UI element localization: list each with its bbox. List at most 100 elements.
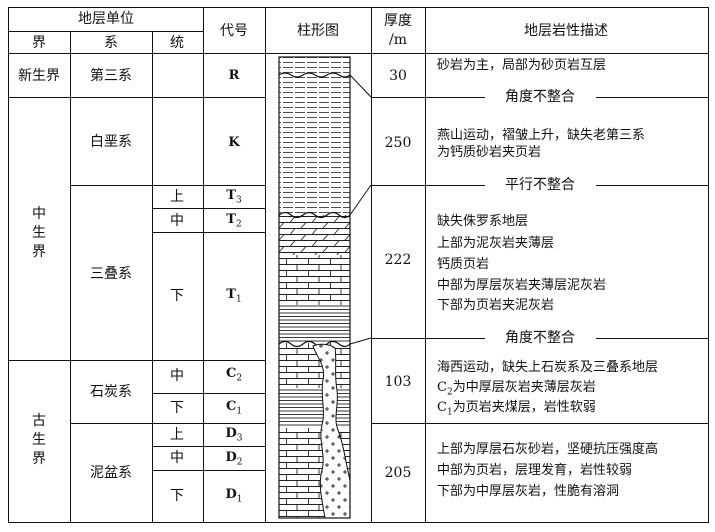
code-k: K <box>228 135 240 150</box>
rule-t3-bottom <box>152 208 265 209</box>
leader-contact-1 <box>349 74 372 98</box>
header-tong: 统 <box>170 35 184 51</box>
leader-contact-2 <box>349 184 372 216</box>
rule-header-bottom <box>8 53 708 54</box>
code-r: R <box>228 68 240 83</box>
header-thickness: 厚度 <box>384 13 412 29</box>
layer-c1-shale <box>279 388 350 428</box>
layer-r-sandstone <box>279 57 350 97</box>
series-c1: 下 <box>170 400 184 416</box>
rule-row-t-thick <box>371 338 425 339</box>
erathem-paleozoic-3: 界 <box>32 451 46 467</box>
rule-header-mid <box>8 31 203 32</box>
layer-t-lower-shale <box>279 305 350 343</box>
erathem-cenozoic: 新生界 <box>18 68 60 84</box>
rule-code-column <box>265 7 266 523</box>
code-c2: C2 <box>225 366 243 384</box>
thickness-d: 205 <box>384 465 412 481</box>
system-triassic: 三叠系 <box>90 266 132 282</box>
series-t1: 下 <box>170 288 184 304</box>
rule-thick-desc <box>425 7 426 523</box>
header-code: 代号 <box>220 23 248 39</box>
layer-k-sandstone <box>279 97 350 215</box>
rule-row-k-thick <box>371 185 425 186</box>
desc-d-line-3: 下部为中厚层灰岩，性脆有溶洞 <box>437 484 620 499</box>
desc-r-line-1: 砂岩为主，局部为砂页岩互层 <box>437 58 607 73</box>
intrusive-body-fill <box>313 344 350 518</box>
contact-3-line-left <box>425 338 485 339</box>
series-d1: 下 <box>170 488 184 504</box>
desc-t-line-5: 下部为页岩夹泥灰岩 <box>437 298 555 313</box>
erathem-paleozoic-1: 古 <box>32 413 46 429</box>
layer-t-upper-marl <box>279 215 350 255</box>
rule-t2-bottom <box>152 232 265 233</box>
rule-row-t-left <box>8 360 265 361</box>
desc-t-line-2: 上部为泥灰岩夹薄层 <box>437 236 555 251</box>
header-jie: 界 <box>32 35 46 51</box>
contact-1-label: 角度不整合 <box>505 89 575 105</box>
header-column: 柱形图 <box>297 23 339 39</box>
rule-row-r-thick <box>371 97 425 98</box>
thickness-c: 103 <box>384 374 412 390</box>
rule-row-c-right <box>371 423 708 424</box>
rule-row-k-left <box>70 185 265 186</box>
stratigraphic-column <box>278 56 372 519</box>
erathem-mesozoic-1: 中 <box>32 206 46 222</box>
unconformity-middle <box>278 211 351 219</box>
system-cretaceous: 白垩系 <box>90 134 132 150</box>
header-description: 地层岩性描述 <box>524 23 608 39</box>
rule-row-c-left <box>70 423 265 424</box>
contact-1-line-left <box>425 97 485 98</box>
contact-2-label: 平行不整合 <box>505 177 575 193</box>
rule-left <box>8 7 9 523</box>
desc-k-line-1: 燕山运动，褶皱上升，缺失老第三系 <box>437 128 646 143</box>
code-d3: D3 <box>225 426 243 444</box>
erathem-mesozoic-3: 界 <box>32 244 46 260</box>
column-outline <box>278 56 351 519</box>
desc-t-line-1: 缺失侏罗系地层 <box>437 214 529 229</box>
code-t2: T2 <box>226 212 242 230</box>
code-t3: T3 <box>226 188 242 206</box>
rule-xi-tong <box>152 31 153 523</box>
rule-bottom <box>8 522 708 523</box>
thickness-r: 30 <box>389 68 407 84</box>
rule-jie-xi <box>70 31 71 523</box>
header-xi: 系 <box>104 35 118 51</box>
series-d2: 中 <box>170 450 184 466</box>
rule-d2-bottom <box>152 470 265 471</box>
code-t1: T1 <box>226 287 242 305</box>
thickness-k: 250 <box>384 135 412 151</box>
desc-c-line-3: C1为页岩夹煤层，岩性软弱 <box>437 400 596 418</box>
code-d1: D1 <box>225 487 243 505</box>
layer-t-middle-limestone <box>279 255 350 305</box>
contact-2-line-right <box>596 185 708 186</box>
system-carboniferous: 石炭系 <box>90 384 132 400</box>
series-c2: 中 <box>170 368 184 384</box>
series-t2: 中 <box>170 213 184 229</box>
desc-d-line-2: 中部为页岩，层理发育，岩性较弱 <box>437 463 633 478</box>
desc-c-line-1: 海西运动，缺失上石炭系及三叠系地层 <box>437 360 659 375</box>
rule-c2-bottom <box>152 393 265 394</box>
desc-d-line-1: 上部为厚层石灰砂岩，坚硬抗压强度高 <box>437 442 659 457</box>
contact-3-line-right <box>596 338 708 339</box>
code-d2: D2 <box>225 450 243 468</box>
rule-tong-code <box>203 7 204 523</box>
code-c1: C1 <box>225 399 243 417</box>
leader-contact-3 <box>349 337 372 345</box>
contact-2-line-left <box>425 185 485 186</box>
thickness-t: 222 <box>384 252 412 268</box>
contact-3-label: 角度不整合 <box>505 330 575 346</box>
desc-t-line-4: 中部为厚层灰岩夹薄层泥灰岩 <box>437 278 607 293</box>
rule-d3-bottom <box>152 446 265 447</box>
series-d3: 上 <box>170 427 184 443</box>
desc-c-line-2: C2为中厚层灰岩夹薄层灰岩 <box>437 380 596 398</box>
erathem-paleozoic-2: 生 <box>32 432 46 448</box>
system-tertiary: 第三系 <box>90 68 132 84</box>
erathem-mesozoic-2: 生 <box>32 225 46 241</box>
desc-k-line-2: 为钙质砂岩夹页岩 <box>437 145 542 160</box>
rule-row-r-left <box>8 97 265 98</box>
desc-t-line-3: 钙质页岩 <box>437 257 490 272</box>
unconformity-upper <box>278 72 351 78</box>
header-thickness-unit: /m <box>389 32 407 48</box>
